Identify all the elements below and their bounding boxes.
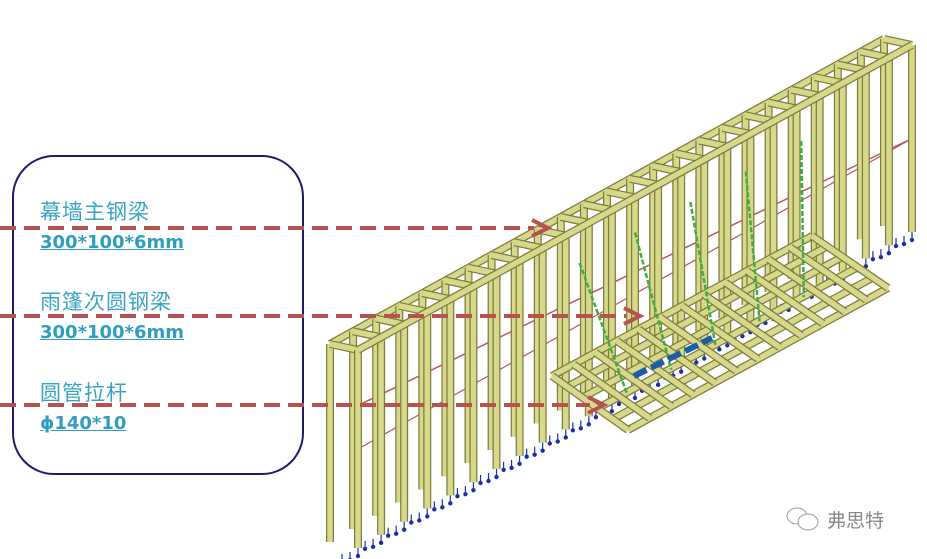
tie-rod-diagonal (744, 171, 761, 322)
canopy-joist (593, 350, 673, 409)
support-node (886, 250, 892, 256)
canopy-joist (723, 280, 803, 338)
wall-front-top-rail (356, 42, 914, 353)
support-node (578, 426, 584, 431)
support-node (455, 493, 460, 499)
support-node (563, 435, 568, 440)
support-node (432, 507, 437, 512)
support-node (570, 428, 576, 433)
support-node (378, 540, 384, 546)
canopy-tie-member (632, 335, 714, 379)
support-node (417, 518, 422, 523)
support-node (393, 531, 399, 536)
support-node (901, 241, 907, 247)
support-node (616, 401, 622, 407)
tie-rod-diagonal (689, 201, 717, 346)
label-tie-rod-spec: ϕ140*10 (40, 413, 127, 434)
label-main-beam-name: 幕墙主钢梁 (40, 200, 150, 224)
wechat-icon (785, 505, 821, 533)
support-node (893, 243, 899, 249)
support-node (694, 360, 699, 365)
support-node (609, 408, 615, 414)
support-node (401, 527, 407, 532)
canopy-joist (702, 292, 782, 350)
label-secondary-beam-spec: 300*100*6mm (40, 322, 185, 343)
support-node (517, 461, 522, 467)
label-secondary-beam-name: 雨篷次圆钢梁 (40, 290, 172, 314)
support-node (717, 347, 722, 352)
callout-arrowhead-0 (531, 218, 553, 238)
support-node (440, 505, 445, 510)
tie-rod-diagonal (799, 140, 806, 298)
support-node (547, 441, 552, 446)
label-tie-rod-name: 圆管拉杆 (40, 381, 128, 405)
canopy-joist (767, 257, 847, 314)
callout-arrowhead-1 (623, 306, 645, 326)
support-node (540, 448, 545, 453)
support-node (740, 333, 745, 339)
support-node (632, 395, 638, 401)
support-node (355, 553, 361, 559)
canopy-joist (658, 315, 738, 374)
support-node (524, 454, 529, 459)
canopy-joist (810, 233, 890, 291)
support-node (870, 256, 876, 262)
support-node (532, 452, 537, 457)
support-node (555, 439, 560, 444)
support-node (425, 514, 430, 519)
support-node (463, 491, 468, 497)
support-node (725, 343, 730, 348)
support-node (448, 501, 453, 506)
watermark: 弗思特 (785, 505, 884, 533)
support-node (586, 422, 592, 427)
support-node (593, 414, 599, 420)
support-node (678, 369, 684, 374)
tie-rod-diagonal (578, 262, 629, 395)
support-node (486, 478, 491, 484)
support-node (409, 520, 414, 525)
support-node (471, 487, 476, 493)
support-node (909, 237, 915, 243)
label-main-beam-spec: 300*100*6mm (40, 232, 185, 253)
support-node (362, 546, 368, 552)
support-node (385, 533, 391, 538)
support-node (478, 480, 483, 486)
support-node (370, 544, 376, 550)
tie-rod-diagonal (633, 232, 673, 370)
support-node (501, 467, 506, 473)
support-node (702, 356, 707, 361)
canopy-joist (680, 303, 760, 362)
support-node (494, 474, 499, 480)
canopy-joist (572, 362, 652, 421)
watermark-text: 弗思特 (827, 509, 885, 532)
callout-arrowhead-2 (587, 395, 609, 415)
support-node (878, 254, 884, 260)
wall-top-rung (329, 341, 359, 353)
support-node (655, 382, 661, 388)
canopy-joist (745, 268, 825, 326)
support-node (509, 465, 514, 471)
